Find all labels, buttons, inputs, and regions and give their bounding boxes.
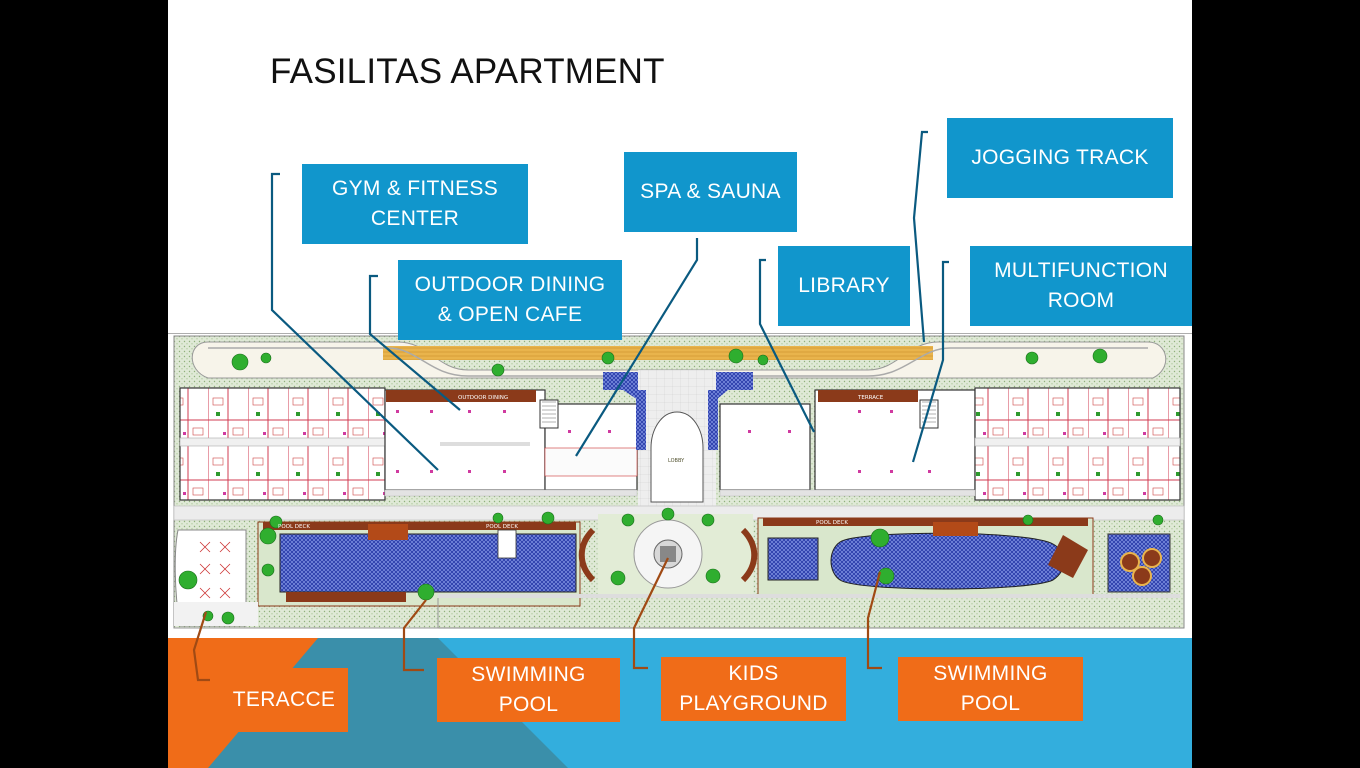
- plan-label-pool-deck-1: POOL DECK: [278, 524, 310, 530]
- callout-swimming-pool-left: SWIMMING POOL: [437, 658, 620, 722]
- plan-label-terrace: TERRACE: [857, 395, 884, 401]
- page-title: FASILITAS APARTMENT: [270, 52, 665, 91]
- floor-plan: LOBBY: [168, 333, 1192, 629]
- callout-teracce: TERACCE: [220, 668, 348, 732]
- callout-library: LIBRARY: [778, 246, 910, 326]
- plan-label-outdoor-dining: OUTDOOR DINING: [458, 395, 508, 401]
- callout-kids-playground: KIDS PLAYGROUND: [661, 657, 846, 721]
- plan-label-pool-deck-3: POOL DECK: [816, 520, 848, 526]
- slide: FASILITAS APARTMENT: [168, 0, 1192, 768]
- callout-multifunction-room: MULTIFUNCTION ROOM: [970, 246, 1192, 326]
- plan-label-pool-deck-2: POOL DECK: [486, 524, 518, 530]
- callout-outdoor-dining: OUTDOOR DINING & OPEN CAFE: [398, 260, 622, 340]
- callout-jogging-track: JOGGING TRACK: [947, 118, 1173, 198]
- callout-swimming-pool-right: SWIMMING POOL: [898, 657, 1083, 721]
- svg-text:LOBBY: LOBBY: [668, 458, 685, 464]
- callout-gym-fitness-center: GYM & FITNESS CENTER: [302, 164, 528, 244]
- callout-spa-sauna: SPA & SAUNA: [624, 152, 797, 232]
